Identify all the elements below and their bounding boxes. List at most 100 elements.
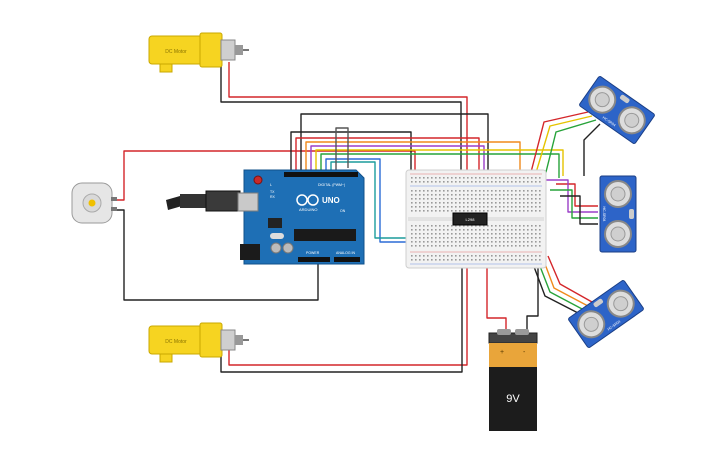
breadboard-hole xyxy=(463,190,465,192)
wire-bundle-purple[interactable] xyxy=(310,145,485,188)
wire-sensor1-red[interactable] xyxy=(529,111,589,177)
breadboard-hole xyxy=(475,177,477,179)
breadboard-hole xyxy=(535,245,537,247)
wire-left-motor-black[interactable] xyxy=(116,209,319,301)
breadboard-hole xyxy=(495,225,497,227)
breadboard-hole xyxy=(503,210,505,212)
breadboard-hole xyxy=(507,233,509,235)
breadboard-hole xyxy=(479,190,481,192)
wire-bundle-black-2[interactable] xyxy=(290,131,412,180)
breadboard-hole xyxy=(539,245,541,247)
breadboard-hole xyxy=(419,245,421,247)
breadboard-hole xyxy=(423,237,425,239)
breadboard-hole xyxy=(515,229,517,231)
breadboard-hole xyxy=(455,237,457,239)
breadboard-hole xyxy=(467,233,469,235)
breadboard-hole xyxy=(435,245,437,247)
breadboard-hole xyxy=(475,198,477,200)
breadboard-hole xyxy=(519,225,521,227)
ultrasonic-sensor-bottom[interactable]: HC-SR04 xyxy=(568,280,644,348)
breadboard-hole xyxy=(535,194,537,196)
breadboard-hole xyxy=(447,255,449,257)
sensor-mid-crystal xyxy=(629,209,634,219)
wire-bundle-orange[interactable] xyxy=(305,141,521,188)
breadboard-hole xyxy=(419,210,421,212)
bottom-gear-motor[interactable]: DC Motor xyxy=(148,322,249,363)
wire-bundle-teal[interactable] xyxy=(330,161,408,239)
breadboard-hole xyxy=(411,177,413,179)
wire-bundle-black-1[interactable] xyxy=(300,113,489,190)
breadboard-hole xyxy=(483,206,485,208)
breadboard-hole xyxy=(479,237,481,239)
wire-bottom-motor-black[interactable] xyxy=(220,240,463,373)
wire-sensor1-yellow[interactable] xyxy=(534,115,593,177)
small-motor-tab-2 xyxy=(111,207,117,211)
wire-battery-red[interactable] xyxy=(486,246,507,332)
wire-left-motor-red[interactable] xyxy=(116,150,416,201)
breadboard-hole xyxy=(443,229,445,231)
breadboard-hole xyxy=(495,245,497,247)
wire-bundle-green[interactable] xyxy=(320,153,560,178)
breadboard-hole xyxy=(443,225,445,227)
breadboard-hole xyxy=(499,190,501,192)
breadboard-hole xyxy=(539,259,541,261)
breadboard-hole xyxy=(435,210,437,212)
breadboard-hole xyxy=(431,177,433,179)
breadboard-hole xyxy=(495,210,497,212)
wire-bundle-red[interactable] xyxy=(295,137,480,188)
top-gear-motor[interactable]: DC Motor xyxy=(148,32,249,73)
breadboard-hole xyxy=(475,255,477,257)
arduino-reset-button[interactable] xyxy=(253,175,263,185)
breadboard-hole xyxy=(523,237,525,239)
breadboard-hole xyxy=(503,233,505,235)
breadboard-hole xyxy=(435,198,437,200)
wire-bundle-yellow[interactable] xyxy=(315,149,564,176)
wire-bottom-motor-red[interactable] xyxy=(228,240,468,366)
wire-sensor3-black[interactable] xyxy=(529,255,581,315)
breadboard-hole xyxy=(411,194,413,196)
breadboard-hole xyxy=(415,259,417,261)
arduino-uno[interactable]: UNO ARDUINO DIGITAL (PWM~) POWER ANALOG … xyxy=(237,169,365,265)
breadboard-hole xyxy=(487,210,489,212)
wire-sensor1-green[interactable] xyxy=(544,119,597,177)
breadboard-hole xyxy=(487,194,489,196)
breadboard-hole xyxy=(467,237,469,239)
breadboard-hole xyxy=(535,177,537,179)
usb-plug-tip xyxy=(166,196,182,210)
breadboard-hole xyxy=(503,198,505,200)
wire-top-motor-black[interactable] xyxy=(220,62,462,186)
breadboard-hole xyxy=(531,229,533,231)
usb-cable[interactable] xyxy=(166,190,251,212)
ultrasonic-sensor-top[interactable]: HC-SR04 xyxy=(579,76,655,144)
breadboard-hole xyxy=(507,181,509,183)
breadboard-hole xyxy=(423,210,425,212)
breadboard-hole xyxy=(439,233,441,235)
breadboard-hole xyxy=(535,225,537,227)
breadboard-hole xyxy=(435,206,437,208)
breadboard-hole xyxy=(439,229,441,231)
breadboard-hole xyxy=(423,229,425,231)
breadboard-hole xyxy=(511,229,513,231)
wire-sensor2-red[interactable] xyxy=(556,183,598,207)
wire-sensor2-green[interactable] xyxy=(550,189,598,219)
breadboard-hole xyxy=(467,255,469,257)
breadboard-hole xyxy=(539,210,541,212)
wire-bundle-blue[interactable] xyxy=(325,158,408,243)
wire-sensor3-red[interactable] xyxy=(547,255,593,303)
breadboard-hole xyxy=(411,237,413,239)
breadboard-hole xyxy=(451,259,453,261)
breadboard-hole xyxy=(455,181,457,183)
breadboard-hole xyxy=(447,229,449,231)
battery-9v[interactable]: + - 9V xyxy=(488,329,538,431)
breadboard-hole xyxy=(479,229,481,231)
wire-sensor1-black[interactable] xyxy=(583,123,601,176)
breadboard-hole xyxy=(495,255,497,257)
wire-sensor2-black[interactable] xyxy=(560,195,598,225)
l298-driver[interactable]: L298 xyxy=(452,212,488,226)
wire-bundle-gray[interactable] xyxy=(335,127,349,172)
small-dc-motor[interactable] xyxy=(71,182,117,224)
breadboard-hole xyxy=(511,210,513,212)
breadboard-hole xyxy=(531,190,533,192)
ultrasonic-sensor-middle[interactable]: HC-SR04 xyxy=(599,175,637,253)
